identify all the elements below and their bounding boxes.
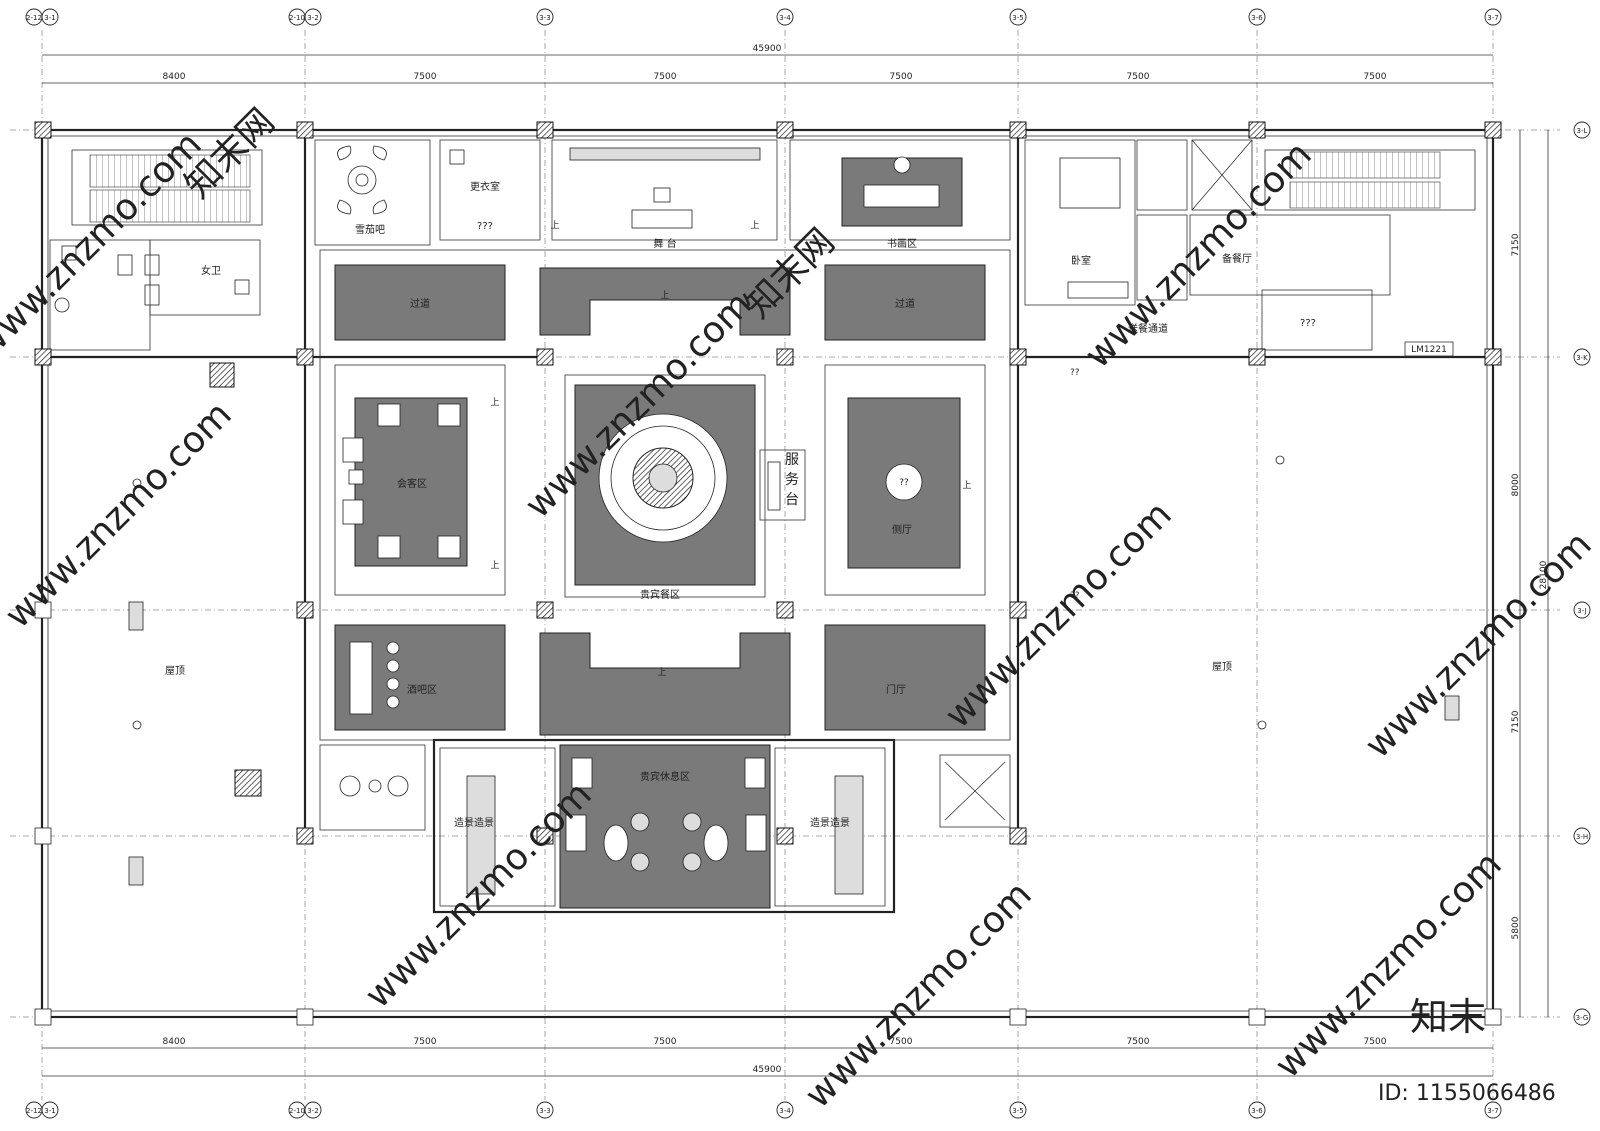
central-hall: 过道 过道 会客区 贵宾餐区 服 务 台 ?? <box>319 220 1080 741</box>
dim-right: 7150 <box>1511 710 1521 733</box>
dim-bay: 7500 <box>1364 72 1387 82</box>
dim-bay: 7500 <box>890 1037 913 1047</box>
dimensions-right: 7150 8000 7150 5800 28100 <box>1511 130 1549 1017</box>
room-label-vip-dining: 贵宾餐区 <box>640 588 680 601</box>
room-label-bedroom: 卧室 <box>1071 254 1091 267</box>
room-label-landscape-left: 造景造景 <box>454 816 494 829</box>
grid-label: 2-12 <box>26 14 42 22</box>
dim-total-bottom: 45900 <box>753 1065 782 1075</box>
grid-bubbles-right: 3-L 3-K 3-J 3-H 3-G <box>1573 121 1591 1026</box>
grid-label: 2-10 <box>289 1107 305 1115</box>
service-desk-char: 服 <box>785 452 799 468</box>
watermark-text: www.znzmo.com <box>797 874 1039 1116</box>
top-rooms: 女卫 雪茄吧 更衣室 ??? 舞 台 书画区 卧室 <box>49 139 1476 357</box>
room-label-unknown-2: ??? <box>1300 318 1316 329</box>
door-code: LM1221 <box>1411 345 1447 355</box>
grid-label: 3-2 <box>307 14 318 22</box>
service-desk-char: 台 <box>785 492 799 508</box>
stair-up-mark: 上 <box>657 667 666 678</box>
grid-label: 3-1 <box>44 14 55 22</box>
roof-areas: 屋顶 屋顶 <box>128 362 1460 886</box>
grid-label: 3-L <box>1577 127 1588 135</box>
watermark-text: www.znzmo.com <box>1267 844 1509 1086</box>
dim-bay: 7500 <box>1364 1037 1387 1047</box>
dim-right: 5800 <box>1511 916 1521 939</box>
watermark-text: www.znzmo.com <box>0 394 240 636</box>
grid-label: 3-J <box>1577 607 1586 615</box>
watermark-id: ID: 1155066486 <box>1378 1081 1556 1106</box>
dim-bay: 7500 <box>1127 1037 1150 1047</box>
grid-label: 3-4 <box>779 14 791 22</box>
room-label-corridor-right: 过道 <box>895 297 915 310</box>
stair-up-mark: 上 <box>490 397 499 408</box>
dim-total-top: 45900 <box>753 44 782 54</box>
grid-label: 2-10 <box>289 14 305 22</box>
dim-bay: 7500 <box>414 72 437 82</box>
grid-label: 3-1 <box>44 1107 55 1115</box>
service-desk-char: 务 <box>785 472 799 488</box>
room-label-womens-wc: 女卫 <box>201 264 221 277</box>
grid-label: 3-2 <box>307 1107 318 1115</box>
dim-right-total: 28100 <box>1539 560 1549 589</box>
room-label-unknown-1: ??? <box>477 221 493 232</box>
dim-bay: 7500 <box>654 1037 677 1047</box>
dim-bay: 8400 <box>163 72 186 82</box>
stair-up-mark: 上 <box>550 220 559 231</box>
room-label-roof-left: 屋顶 <box>165 665 185 677</box>
grid-label: 3-5 <box>1012 14 1023 22</box>
watermark-text: www.znzmo.com <box>937 494 1179 736</box>
stair-up-mark: 上 <box>962 480 971 491</box>
dimensions-top: 45900 8400 7500 7500 7500 7500 7500 <box>42 44 1493 84</box>
dim-bay: 8400 <box>163 1037 186 1047</box>
room-label-prep-hall: 备餐厅 <box>1222 252 1252 265</box>
watermarks: www.znzmo.com www.znzmo.com www.znzmo.co… <box>0 101 1600 1116</box>
room-label-changing: 更衣室 <box>470 180 500 193</box>
annotation-mark: ?? <box>1070 591 1080 601</box>
grid-label: 3-G <box>1576 1014 1589 1022</box>
dim-right: 7150 <box>1511 233 1521 256</box>
grid-label: 3-6 <box>1251 1107 1263 1115</box>
room-label-stage: 舞 台 <box>653 237 676 250</box>
room-label-cigar-bar: 雪茄吧 <box>355 223 385 236</box>
exterior-walls <box>40 128 1495 1019</box>
side-hall-mark: ?? <box>899 478 909 488</box>
stair-up-mark: 上 <box>660 290 669 301</box>
grid-label: 3-H <box>1576 833 1588 841</box>
grid-label: 2-12 <box>26 1107 42 1115</box>
room-label-vip-lounge: 贵宾休息区 <box>640 770 690 783</box>
south-wing: 造景造景 贵宾休息区 造景造景 <box>319 744 1011 909</box>
room-label-corridor-left: 过道 <box>410 297 430 310</box>
dim-bay: 7500 <box>414 1037 437 1047</box>
room-label-side-hall: 侧厅 <box>892 523 912 536</box>
watermark-text: www.znzmo.com <box>1357 524 1599 766</box>
grid-bubbles-bottom: 2-12 3-1 2-10 3-2 3-3 3-4 3-5 3-6 3-7 <box>25 1101 1502 1119</box>
watermark-logo: 知末 <box>1410 995 1486 1039</box>
dimensions-bottom: 8400 7500 7500 7500 7500 7500 45900 <box>42 1037 1493 1077</box>
room-label-roof-right: 屋顶 <box>1212 661 1232 673</box>
room-label-bar: 酒吧区 <box>407 684 437 696</box>
stair-up-mark: 上 <box>750 220 759 231</box>
room-label-landscape-right: 造景造景 <box>810 816 850 829</box>
stair-up-mark: 上 <box>490 560 499 571</box>
room-label-calligraphy: 书画区 <box>887 238 917 250</box>
grid-label: 3-3 <box>539 1107 550 1115</box>
grid-bubbles-top: 2-12 3-1 2-10 3-2 3-3 3-4 3-5 3-6 3-7 <box>25 8 1502 26</box>
grid-label: 3-6 <box>1251 14 1263 22</box>
grid-label: 3-7 <box>1487 14 1498 22</box>
structural-columns <box>34 121 1502 1026</box>
grid-label: 3-3 <box>539 14 550 22</box>
grid-label: 3-5 <box>1012 1107 1023 1115</box>
dim-bay: 7500 <box>890 72 913 82</box>
room-label-delivery-aisle: 送餐通道 <box>1128 322 1168 335</box>
dim-bay: 7500 <box>654 72 677 82</box>
grid-label: 3-K <box>1576 354 1588 362</box>
dim-right: 8000 <box>1511 473 1521 496</box>
grid-label: 3-4 <box>779 1107 791 1115</box>
annotation-mark: ?? <box>1070 368 1080 378</box>
dim-bay: 7500 <box>1127 72 1150 82</box>
grid-label: 3-7 <box>1487 1107 1498 1115</box>
room-label-foyer: 门厅 <box>886 683 906 696</box>
room-label-meeting: 会客区 <box>397 477 427 490</box>
